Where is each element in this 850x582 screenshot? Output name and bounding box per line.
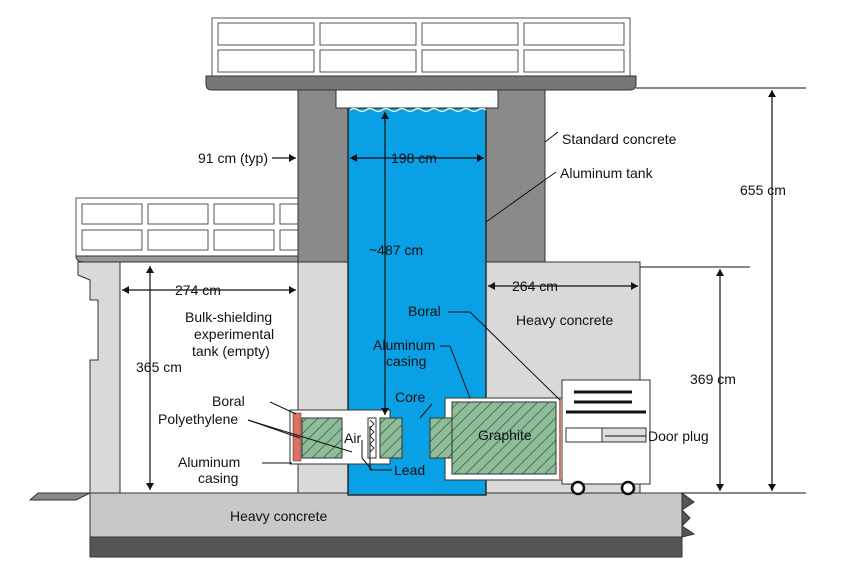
left-outer-wall	[77, 261, 121, 494]
graphite-label: Graphite	[478, 427, 532, 443]
boral-right-label: Boral	[408, 303, 441, 319]
heavy-concrete-bottom-label: Heavy concrete	[230, 508, 327, 524]
bulk-tank-label-2: experimental	[194, 326, 274, 342]
leader-lines	[247, 131, 646, 471]
left-shield-blocks	[75, 197, 299, 257]
aluminum-casing-left-label-1: Aluminum	[178, 454, 240, 470]
lead-label: Lead	[394, 462, 425, 478]
aluminum-casing-left-label-2: casing	[198, 470, 238, 486]
bulk-tank-label-1: Bulk-shielding	[185, 309, 272, 325]
base-slab	[89, 536, 683, 558]
door-plug-label: Door plug	[648, 428, 709, 444]
typ-wall-label: 91 cm (typ)	[198, 150, 268, 166]
top-shield-blocks	[211, 17, 631, 77]
left-slab-lip	[75, 255, 299, 263]
aluminum-casing-mid-label-1: Aluminum	[373, 337, 435, 353]
heavy-concrete-right-label: Heavy concrete	[516, 312, 613, 328]
base-break-right	[681, 492, 696, 538]
door-plug-cart	[561, 379, 651, 496]
boral-left-label: Boral	[212, 393, 245, 409]
dimension-lines	[122, 87, 806, 494]
standard-concrete-wall-right	[485, 89, 546, 263]
top-slab-base	[205, 75, 637, 91]
standard-concrete-label: Standard concrete	[562, 131, 677, 147]
tank-width-label: 198 cm	[391, 150, 437, 166]
left-height-label: 365 cm	[136, 359, 182, 375]
base-break-left	[28, 492, 91, 501]
heavy-concrete-floor	[89, 492, 683, 538]
water-depth-label: ~487 cm	[369, 242, 423, 258]
polyethylene-block	[301, 417, 343, 459]
water-surface	[349, 107, 487, 113]
left-width-label: 274 cm	[175, 282, 221, 298]
aluminum-casing-mid-label-2: casing	[386, 353, 426, 369]
air-label: Air	[344, 430, 361, 446]
beam-tube-left	[289, 409, 453, 465]
bulk-tank-label-3: tank (empty)	[192, 343, 270, 359]
total-height-label: 655 cm	[740, 182, 786, 198]
tank-lid	[335, 89, 499, 109]
right-height-label: 369 cm	[690, 371, 736, 387]
right-width-label: 264 cm	[512, 278, 558, 294]
core-label: Core	[395, 389, 426, 405]
polyethylene-label: Polyethylene	[158, 411, 238, 427]
aluminum-tank-label: Aluminum tank	[560, 165, 654, 181]
